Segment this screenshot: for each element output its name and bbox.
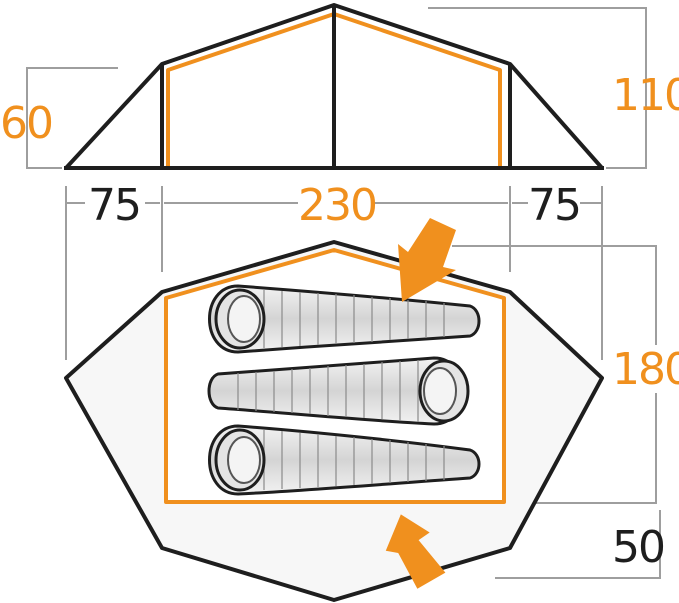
tent-floor-plan xyxy=(64,218,604,602)
arrow-icon xyxy=(385,514,446,589)
tent-side-view xyxy=(64,3,604,170)
sleeping-bag-icon xyxy=(207,356,470,426)
vestibule-right-length-label: 75 xyxy=(528,180,580,231)
dimension-guides xyxy=(26,7,661,579)
peak-height-label: 110 xyxy=(612,70,679,121)
arrow-icon xyxy=(398,218,456,302)
inner-length-label: 230 xyxy=(298,180,376,231)
inner-width-label: 180 xyxy=(612,344,679,395)
sleeping-bag-icon xyxy=(208,424,481,496)
dimension-labels: 60 110 75 230 75 180 50 xyxy=(0,70,679,573)
side-height-label: 60 xyxy=(0,98,52,149)
vestibule-depth-label: 50 xyxy=(612,522,664,573)
vestibule-left-length-label: 75 xyxy=(88,180,140,231)
sleeping-bag-icon xyxy=(208,284,481,354)
